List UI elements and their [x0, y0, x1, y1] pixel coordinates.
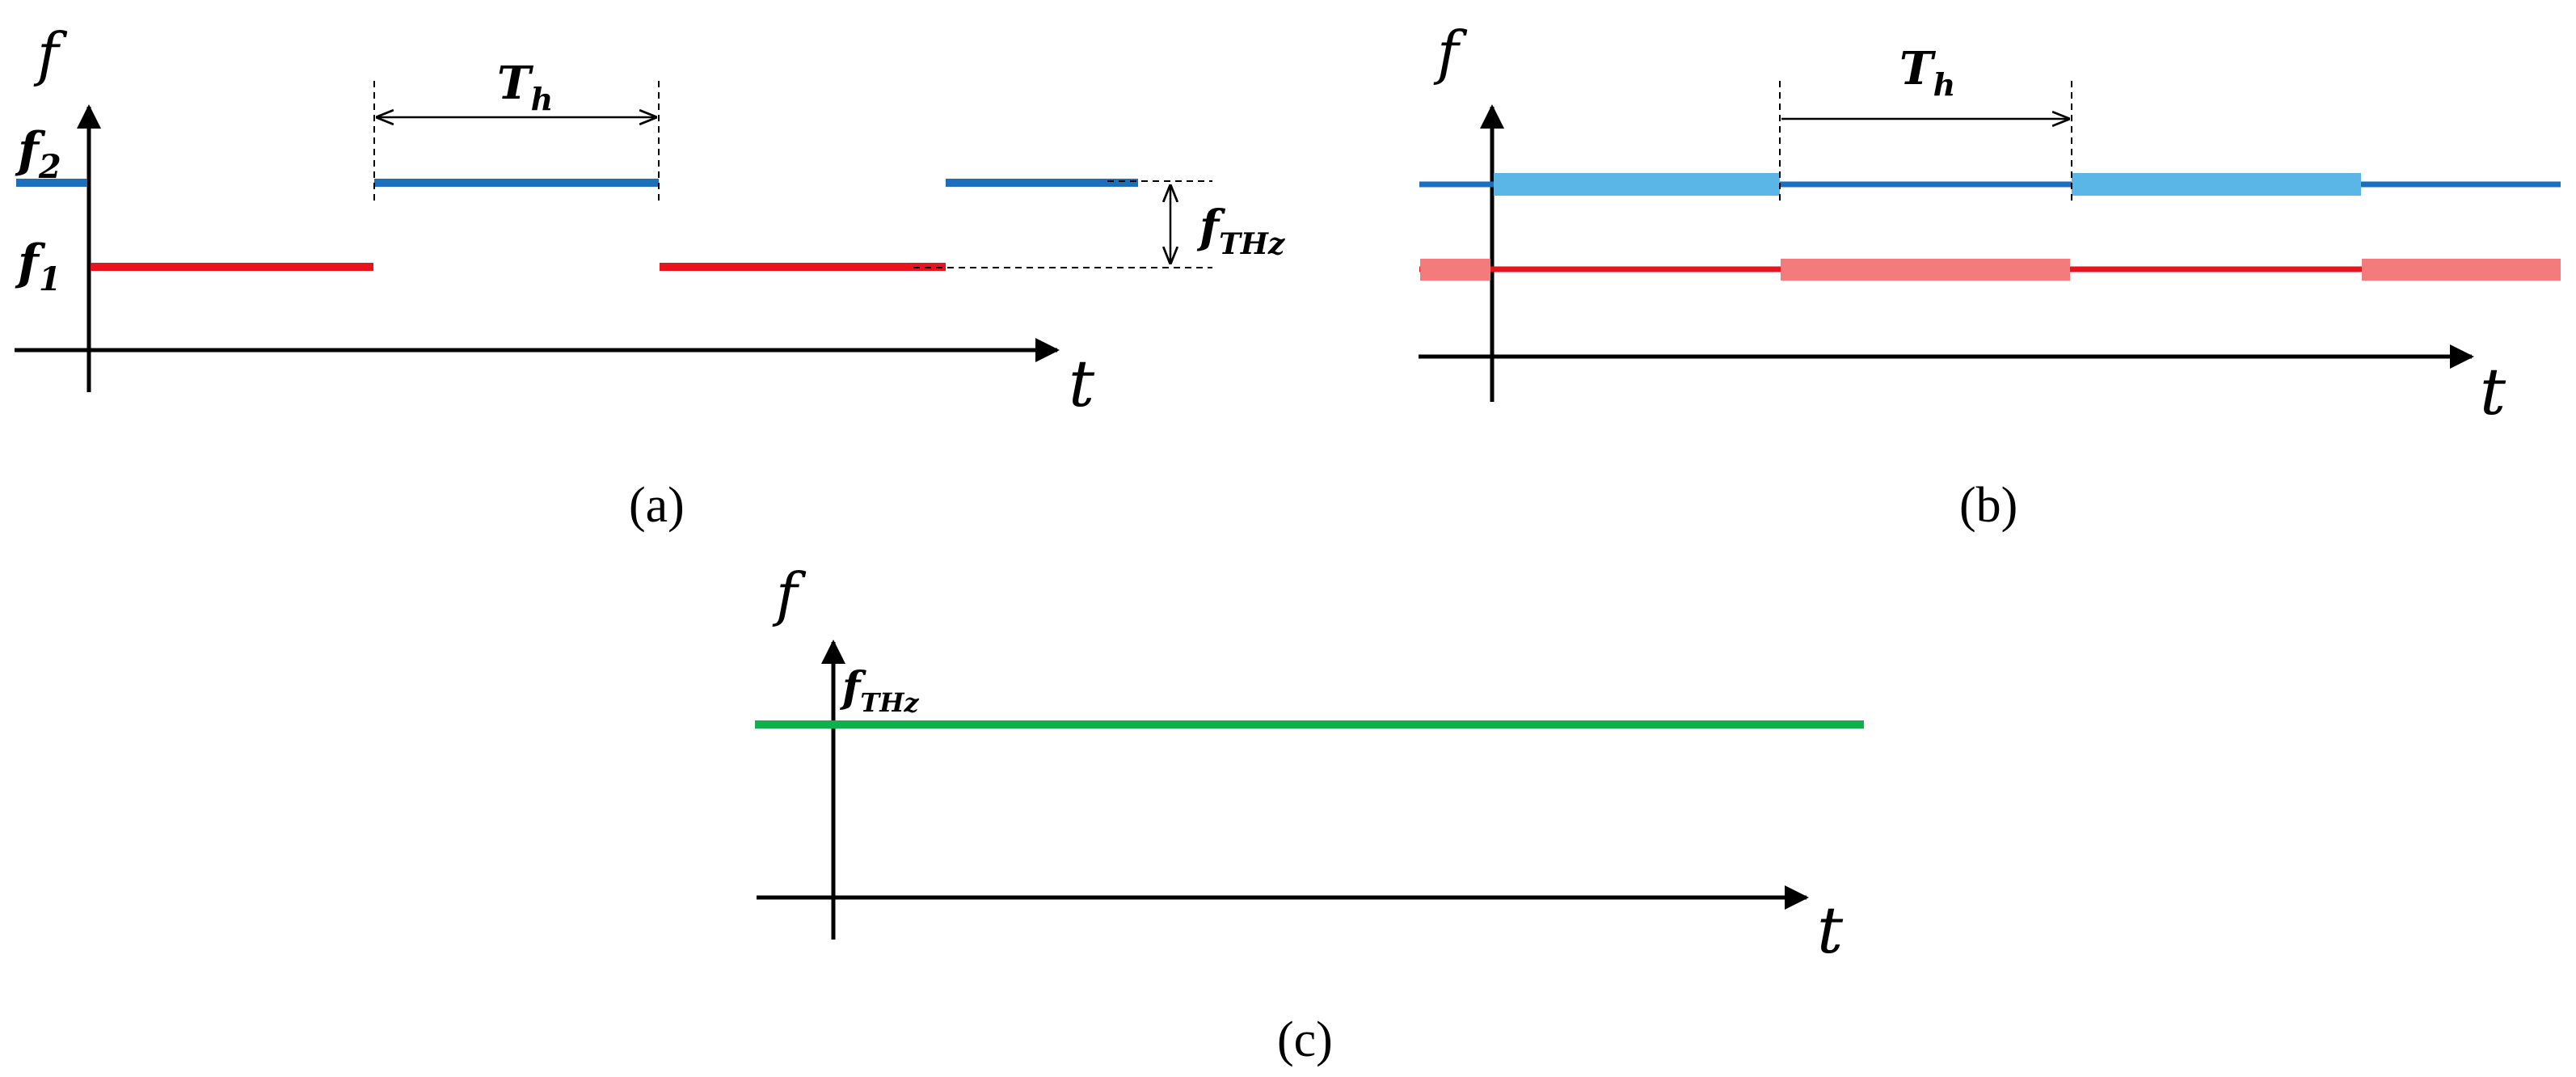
panel-c-x-axis-label: t [1817, 893, 1844, 968]
panel-b-f1-pulse [1420, 259, 1490, 281]
panel-a-caption: (a) [629, 478, 685, 533]
panel-b-caption: (b) [1959, 478, 2017, 533]
panel-c-y-axis-label: f [772, 560, 807, 628]
panel-c: f t fTHz (c) [755, 560, 1864, 1067]
panel-c-caption: (c) [1277, 1012, 1333, 1067]
panel-a-f2-label: f2 [15, 122, 61, 186]
panel-b-f1-pulse [1781, 259, 2070, 281]
panel-b-period-label: Th [1899, 42, 1955, 103]
panel-a: f t f2 f1 Th fTHz (a) [15, 20, 1286, 533]
panel-b-f2-pulse [2072, 173, 2361, 196]
panel-b-f2-pulse [1494, 173, 1780, 196]
panel-b-f1-pulse [2362, 259, 2561, 281]
panel-b-x-axis-label: t [2480, 354, 2506, 429]
panel-a-f1-label: f1 [15, 234, 61, 298]
panel-b-y-axis-label: f [1433, 19, 1468, 87]
panel-a-y-axis-label: f [33, 20, 68, 88]
panel-a-period-label: Th [497, 57, 553, 117]
panel-c-line-label: fTHz [839, 663, 919, 718]
panel-a-x-axis-label: t [1069, 346, 1095, 421]
panel-a-offset-label: fTHz [1196, 201, 1286, 261]
panel-b: f t Th (b) [1419, 19, 2561, 533]
